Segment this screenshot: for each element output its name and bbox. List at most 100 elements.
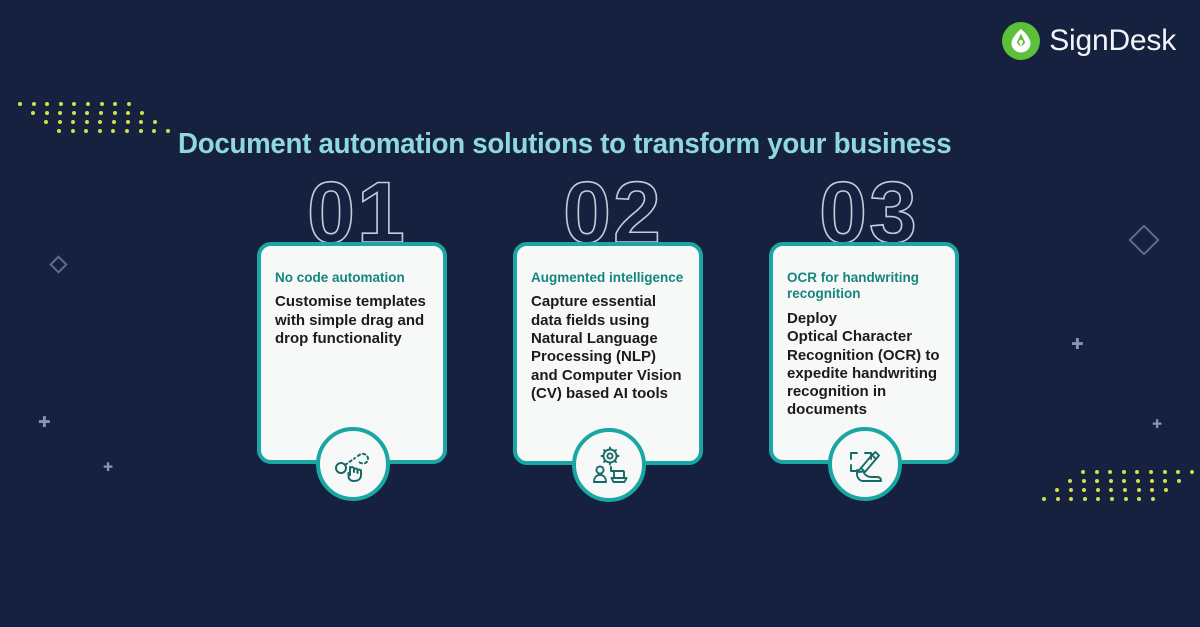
dot-row [1068, 479, 1194, 483]
dot [71, 120, 76, 124]
plus-ornament-2: ✚ [103, 460, 114, 474]
dot [1176, 479, 1181, 483]
dot [1135, 470, 1140, 474]
dot [124, 129, 129, 133]
dot-row [31, 111, 170, 115]
dot [98, 111, 103, 115]
step-heading-3: OCR for handwriting recognition [787, 270, 919, 302]
dot [1042, 497, 1046, 501]
dot [126, 102, 131, 106]
dot [57, 129, 61, 133]
plus-ornament-1: ✚ [38, 413, 51, 431]
dot-row [1081, 470, 1194, 474]
dot [1069, 497, 1074, 501]
gear-person-laptop-icon[interactable] [572, 428, 646, 502]
dot [44, 111, 49, 115]
dot [1109, 488, 1114, 492]
dot [126, 111, 131, 115]
dot [1122, 479, 1127, 483]
step-heading-1: No code automation [275, 270, 405, 285]
dot [1122, 488, 1127, 492]
dot [31, 102, 36, 106]
dot [1095, 488, 1100, 492]
dot [58, 111, 63, 115]
brand-logo[interactable]: SignDesk [1002, 22, 1176, 60]
dot [58, 102, 63, 106]
dot [1108, 479, 1113, 483]
dot [1150, 497, 1155, 501]
dot [1136, 488, 1141, 492]
step-heading-2: Augmented intelligence [531, 270, 684, 285]
dot [1123, 497, 1128, 501]
dot [1135, 479, 1140, 483]
dot [44, 120, 48, 124]
dot [99, 102, 104, 106]
dot [84, 129, 89, 133]
dot [31, 111, 35, 115]
dot [113, 102, 118, 106]
dot [1068, 488, 1073, 492]
dot [1150, 488, 1155, 492]
dot [1055, 488, 1059, 492]
dot [1068, 479, 1072, 483]
dot [72, 102, 77, 106]
dot [1081, 470, 1085, 474]
pen-nib-icon [1002, 22, 1041, 60]
dot [152, 120, 157, 124]
dot [139, 111, 144, 115]
dot [70, 129, 75, 133]
dot [152, 129, 157, 133]
plus-ornament-4: ✚ [1152, 417, 1163, 431]
dot [1096, 497, 1101, 501]
dot [71, 111, 76, 115]
dot [85, 111, 90, 115]
dot [1163, 488, 1168, 492]
dot [1137, 497, 1142, 501]
dot [1094, 470, 1099, 474]
dot [85, 102, 90, 106]
step-description-2: Capture essential data fields using Natu… [531, 293, 682, 402]
dot [1081, 479, 1086, 483]
drag-and-drop-hand-icon[interactable] [316, 427, 390, 501]
dot [1109, 497, 1114, 501]
dot [1082, 497, 1087, 501]
diamond-ornament-left [49, 255, 68, 274]
dot [1176, 470, 1181, 474]
dot [97, 129, 102, 133]
dot [111, 129, 116, 133]
dot [57, 120, 62, 124]
dot [125, 120, 130, 124]
dot-grid-top-left [18, 102, 170, 138]
dot [1055, 497, 1060, 501]
dot [111, 120, 116, 124]
dot [1108, 470, 1113, 474]
dot [165, 129, 170, 133]
dot [1121, 470, 1126, 474]
dot [138, 129, 143, 133]
dot [84, 120, 89, 124]
step-description-1: Customise templates with simple drag and… [275, 293, 426, 348]
hand-pen-scan-icon[interactable] [828, 427, 902, 501]
step-card-body-2: Augmented intelligence Capture essential… [513, 242, 703, 465]
page-title: Document automation solutions to transfo… [178, 128, 952, 160]
dot [98, 120, 103, 124]
plus-ornament-3: ✚ [1071, 335, 1084, 353]
brand-name: SignDesk [1049, 24, 1176, 57]
diamond-ornament-right [1128, 224, 1160, 256]
dot [1149, 479, 1154, 483]
dot-row [18, 102, 170, 106]
dot [18, 102, 22, 106]
dot [1148, 470, 1153, 474]
dot-row [57, 129, 170, 133]
dot [45, 102, 50, 106]
dot-row [1042, 497, 1194, 501]
dot-row [1055, 488, 1194, 492]
dot [1162, 470, 1167, 474]
dot-row [44, 120, 170, 124]
dot [112, 111, 117, 115]
dot [1163, 479, 1168, 483]
dot [139, 120, 144, 124]
dot-grid-bottom-right [1042, 470, 1194, 506]
dot [1189, 470, 1194, 474]
